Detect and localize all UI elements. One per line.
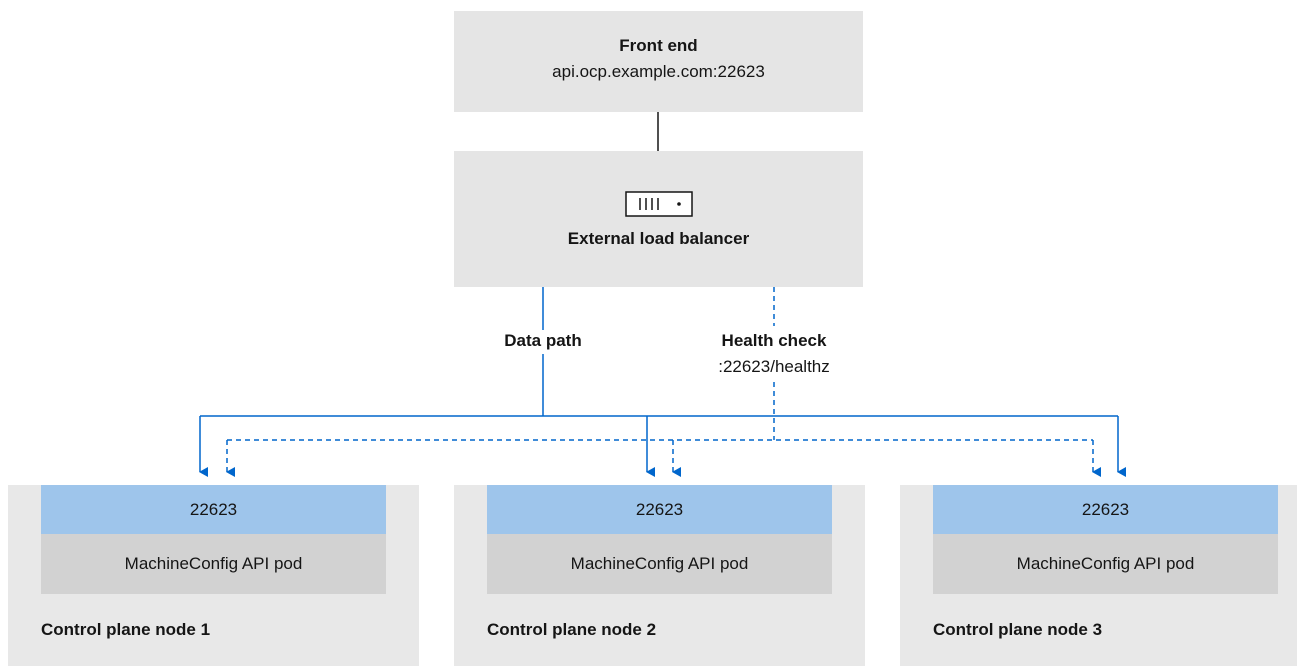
front-end-title: Front end <box>619 36 698 55</box>
port-label: 22623 <box>933 485 1278 535</box>
server-icon <box>625 191 693 217</box>
load-balancer-title: External load balancer <box>567 229 750 248</box>
health-check-label: Health check <box>721 331 827 350</box>
control-plane-node-1: 22623 MachineConfig API pod Control plan… <box>8 485 419 666</box>
node-label: Control plane node 3 <box>933 620 1103 639</box>
data-path-lines <box>199 287 1126 477</box>
front-end-address: api.ocp.example.com:22623 <box>552 62 765 81</box>
data-path-label: Data path <box>504 331 582 350</box>
health-check-endpoint: :22623/healthz <box>718 357 830 376</box>
pod-label: MachineConfig API pod <box>933 534 1278 594</box>
control-plane-node-3: 22623 MachineConfig API pod Control plan… <box>900 485 1297 666</box>
pod-label: MachineConfig API pod <box>41 534 386 594</box>
load-balancer-box: External load balancer <box>454 151 863 287</box>
front-end-box: Front end api.ocp.example.com:22623 <box>454 11 863 112</box>
health-check-lines <box>226 287 1101 477</box>
port-label: 22623 <box>487 485 832 535</box>
control-plane-node-2: 22623 MachineConfig API pod Control plan… <box>454 485 865 666</box>
node-label: Control plane node 1 <box>41 620 211 639</box>
node-label: Control plane node 2 <box>487 620 657 639</box>
pod-label: MachineConfig API pod <box>487 534 832 594</box>
port-label: 22623 <box>41 485 386 535</box>
